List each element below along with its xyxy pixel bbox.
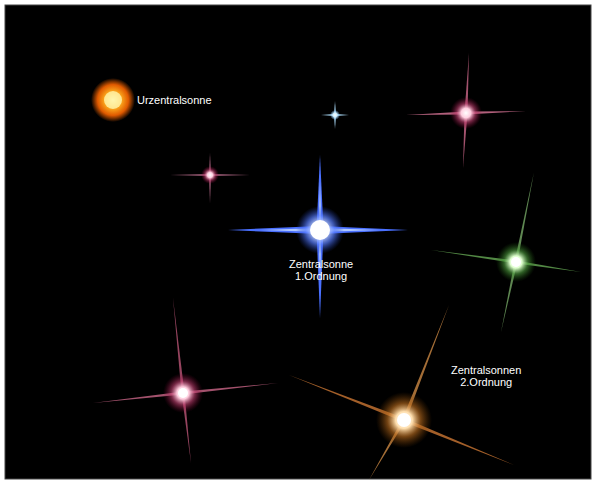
star-label: Zentralsonnen 2.Ordnung <box>451 364 521 388</box>
star-label: Zentralsonne 1.Ordnung <box>289 258 353 282</box>
star-label: Urzentralsonne <box>137 94 212 106</box>
